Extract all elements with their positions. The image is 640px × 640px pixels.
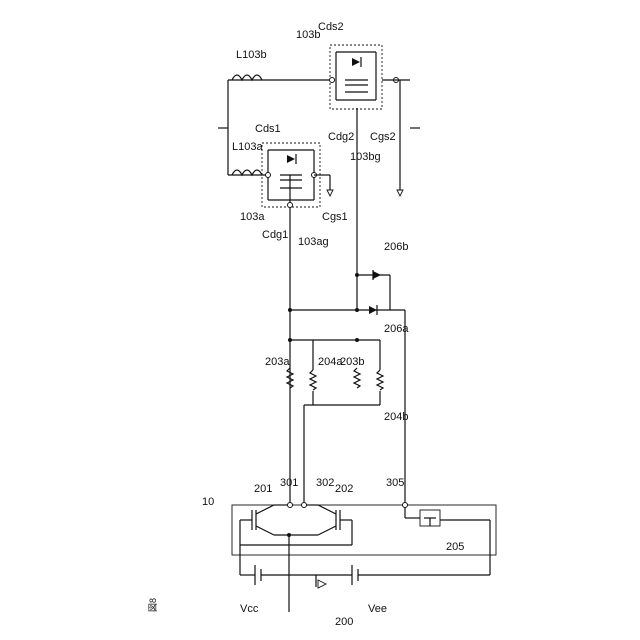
terminal-302 xyxy=(302,503,307,508)
mosfet-103b xyxy=(330,45,382,109)
label-switch-205: 205 xyxy=(446,541,464,553)
label-transistor-201: 201 xyxy=(254,483,272,495)
label-diode-206b: 206b xyxy=(384,241,408,253)
ground-symbol-103b xyxy=(397,190,403,196)
label-cgs2: Cgs2 xyxy=(370,131,396,143)
ground-symbol-103a xyxy=(327,190,333,196)
label-terminal-301: 301 xyxy=(280,477,298,489)
label-gate-103bg: 103bg xyxy=(350,151,381,163)
resistor-204a xyxy=(310,370,316,390)
resistor-203b xyxy=(354,368,360,388)
label-cds1: Cds1 xyxy=(255,123,281,135)
inductor-l103a xyxy=(232,170,262,175)
label-terminal-302: 302 xyxy=(316,477,334,489)
label-resistor-203b: 203b xyxy=(340,356,364,368)
label-transistor-202: 202 xyxy=(335,483,353,495)
label-vcc: Vcc xyxy=(240,603,259,615)
label-diode-206a: 206a xyxy=(384,323,409,335)
label-resistor-204b: 204b xyxy=(384,411,408,423)
label-inductor-l103a: L103a xyxy=(232,141,263,153)
transistor-201 xyxy=(240,505,274,535)
figure-label: 図8 xyxy=(146,598,159,612)
label-cds2: Cds2 xyxy=(318,21,344,33)
terminal-305 xyxy=(403,503,408,508)
inductor-l103b xyxy=(232,75,262,80)
label-terminal-305: 305 xyxy=(386,477,404,489)
switch-205 xyxy=(420,510,440,526)
ground-200-symbol xyxy=(316,575,326,588)
label-ground-200: 200 xyxy=(335,616,353,628)
transistor-202 xyxy=(318,505,352,535)
label-cdg2: Cdg2 xyxy=(328,131,354,143)
label-resistor-203a: 203a xyxy=(265,356,290,368)
label-cgs1: Cgs1 xyxy=(322,211,348,223)
diode-206a xyxy=(369,305,377,315)
label-cdg1: Cdg1 xyxy=(262,229,288,241)
label-mosfet-103a: 103a xyxy=(240,211,265,223)
terminal-301 xyxy=(288,503,293,508)
label-mosfet-103b: 103b xyxy=(296,29,320,41)
label-gate-103ag: 103ag xyxy=(298,236,329,248)
resistor-204b xyxy=(377,370,383,390)
label-inductor-l103b: L103b xyxy=(236,49,267,61)
label-block-10: 10 xyxy=(202,496,214,508)
label-vee: Vee xyxy=(368,603,387,615)
